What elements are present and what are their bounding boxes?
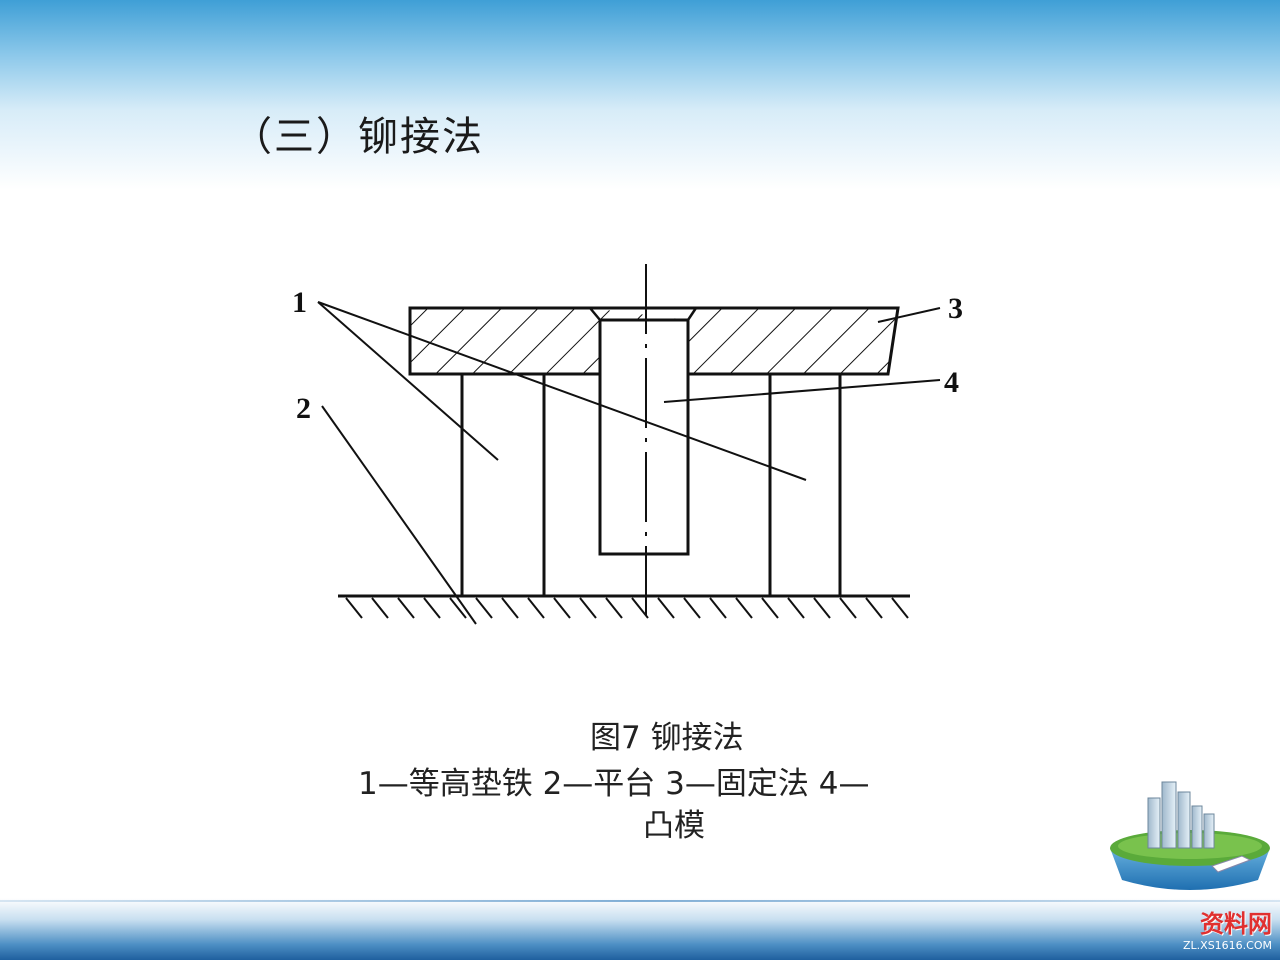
city-island-icon <box>1110 781 1270 890</box>
leader-lines <box>317 301 941 625</box>
platform <box>338 594 910 619</box>
figure-caption-title: 图7 铆接法 <box>590 720 744 756</box>
label-4: 4 <box>944 366 959 399</box>
parallel-block-left <box>460 374 546 596</box>
slide-title: （三）铆接法 <box>232 114 484 160</box>
punch <box>598 318 690 556</box>
label-1: 1 <box>292 286 307 319</box>
watermark: 资料网 ZL.XS1616.COM <box>1183 904 1272 952</box>
watermark-logo-text: 资料网 <box>1200 910 1272 938</box>
label-3: 3 <box>948 292 963 325</box>
parallel-block-right <box>768 374 842 596</box>
footer-band <box>0 898 1280 960</box>
label-2: 2 <box>296 392 311 425</box>
watermark-url: ZL.XS1616.COM <box>1183 939 1272 952</box>
figure-caption-legend: 1—等高垫铁 2—平台 3—固定法 4— <box>358 766 870 802</box>
figure-caption-legend-cont: 凸模 <box>643 808 705 844</box>
